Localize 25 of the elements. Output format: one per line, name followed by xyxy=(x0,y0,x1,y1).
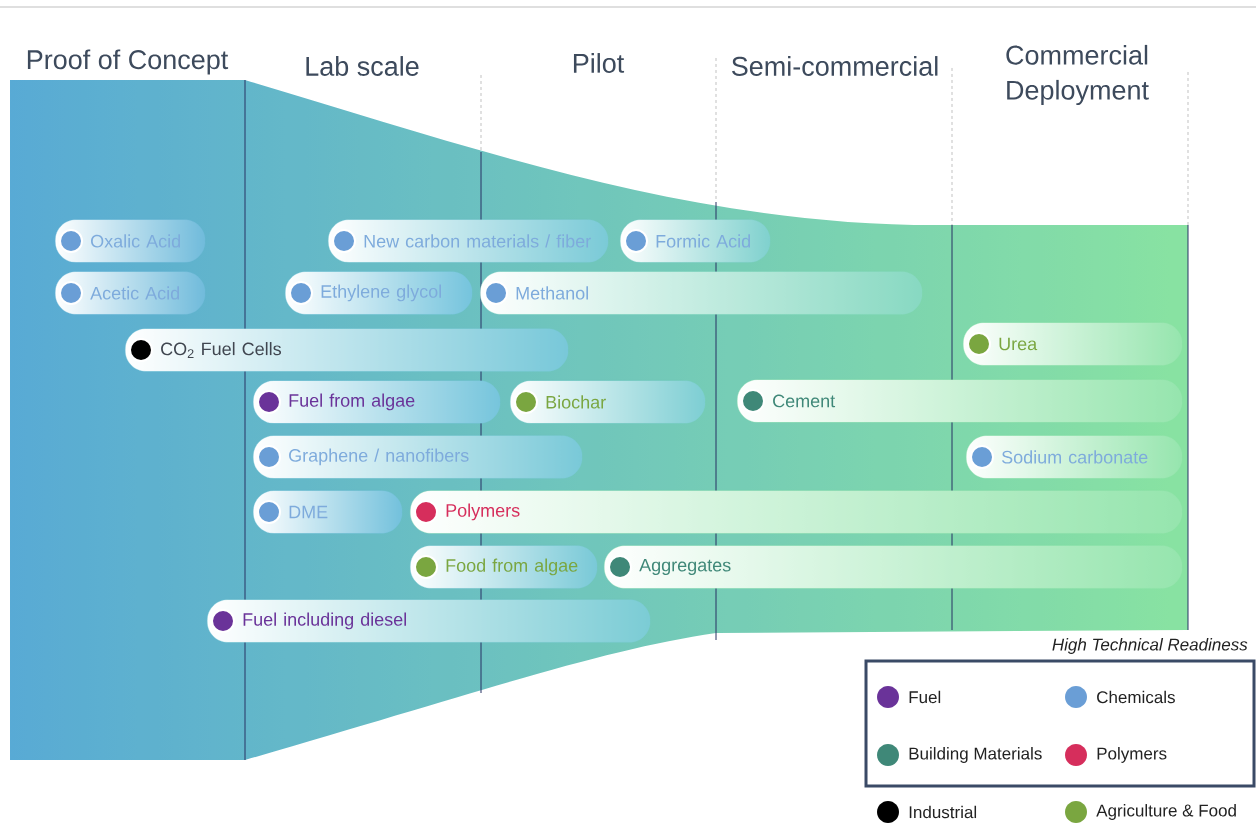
category-pill: Cement xyxy=(737,379,1183,423)
category-pill: Urea xyxy=(963,322,1183,366)
category-pill: Food from algae xyxy=(410,545,598,589)
legend-label: Polymers xyxy=(1097,747,1167,763)
readiness-note: High Technical Readiness xyxy=(1052,638,1248,654)
category-pill: CO$_{2}$ Fuel Cells xyxy=(125,328,569,372)
legend-label: Building Materials xyxy=(909,747,1042,763)
category-pill: Fuel including diesel xyxy=(207,599,651,643)
legend-label: Industrial xyxy=(909,805,977,819)
category-pill: Methanol xyxy=(480,271,923,315)
category-pill: Polymers xyxy=(410,490,1183,534)
category-pill: Sodium carbonate xyxy=(966,435,1183,479)
stage-heading: Semi-commercial xyxy=(731,56,938,76)
category-pill: Graphene / nanofibers xyxy=(253,435,583,479)
stage-heading: Commercial Deployment xyxy=(1006,44,1149,106)
legend-label: Chemicals xyxy=(1097,690,1175,704)
category-pill: DME xyxy=(253,490,403,534)
stage-heading: Proof of Concept xyxy=(27,49,229,75)
category-pill: Fuel from algae xyxy=(253,380,501,424)
legend-label: Fuel xyxy=(909,690,941,704)
legend-label: Agriculture & Food xyxy=(1096,804,1236,820)
category-pill: Aggregates xyxy=(604,545,1183,589)
category-pill: Biochar xyxy=(510,380,706,424)
stage-heading: Lab scale xyxy=(306,56,419,76)
stage-heading: Pilot xyxy=(573,53,625,73)
